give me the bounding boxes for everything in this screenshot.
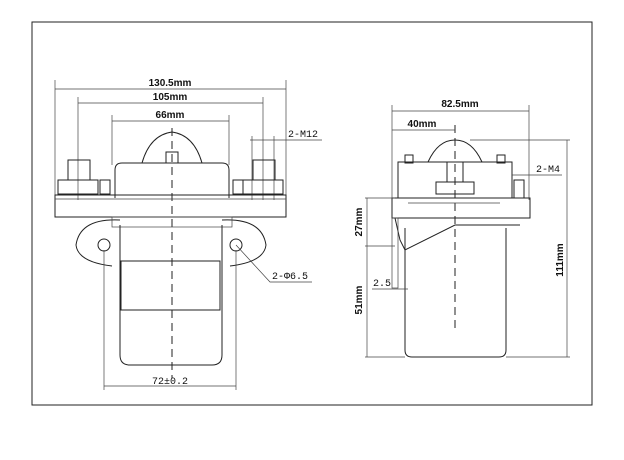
- side-coil-body: [404, 228, 507, 358]
- mount-hole-left: [97, 238, 111, 252]
- label-window: [120, 260, 221, 311]
- terminal-left: [67, 159, 91, 181]
- label-terminal-thread: 2-M12: [288, 130, 318, 141]
- dim-overall-depth: 82.5mm: [441, 99, 478, 110]
- dim-bracket-thickness: 2.5: [373, 279, 391, 290]
- label-mount-holes: 2-Φ6.5: [272, 272, 308, 283]
- side-view: 82.5mm 40mm 27mm 51mm 111mm 2-M4 2.5: [354, 99, 570, 358]
- dim-bracket-height: 27mm: [354, 207, 365, 236]
- dim-overall-width: 130.5mm: [149, 78, 192, 89]
- dim-mount-spacing: 72±0.2: [152, 377, 188, 388]
- mount-ear-left: [75, 219, 121, 267]
- nut: [435, 181, 475, 195]
- drawing-frame: [31, 21, 593, 406]
- front-view: 130.5mm 105mm 66mm 2-M12 72±0: [54, 78, 322, 390]
- mount-ear-right: [221, 219, 267, 267]
- terminal-right: [252, 159, 276, 181]
- dim-terminal-spacing: 105mm: [153, 92, 188, 103]
- dim-center-offset: 40mm: [408, 119, 437, 130]
- dim-body-height: 51mm: [354, 285, 365, 314]
- side-base-plate: [391, 197, 531, 219]
- coil-body: [119, 225, 223, 366]
- dome: [141, 131, 203, 164]
- dim-housing-width: 66mm: [156, 110, 185, 121]
- label-aux-thread: 2-M4: [536, 165, 560, 176]
- base-plate: [54, 194, 287, 218]
- dim-overall-height: 111mm: [555, 243, 566, 276]
